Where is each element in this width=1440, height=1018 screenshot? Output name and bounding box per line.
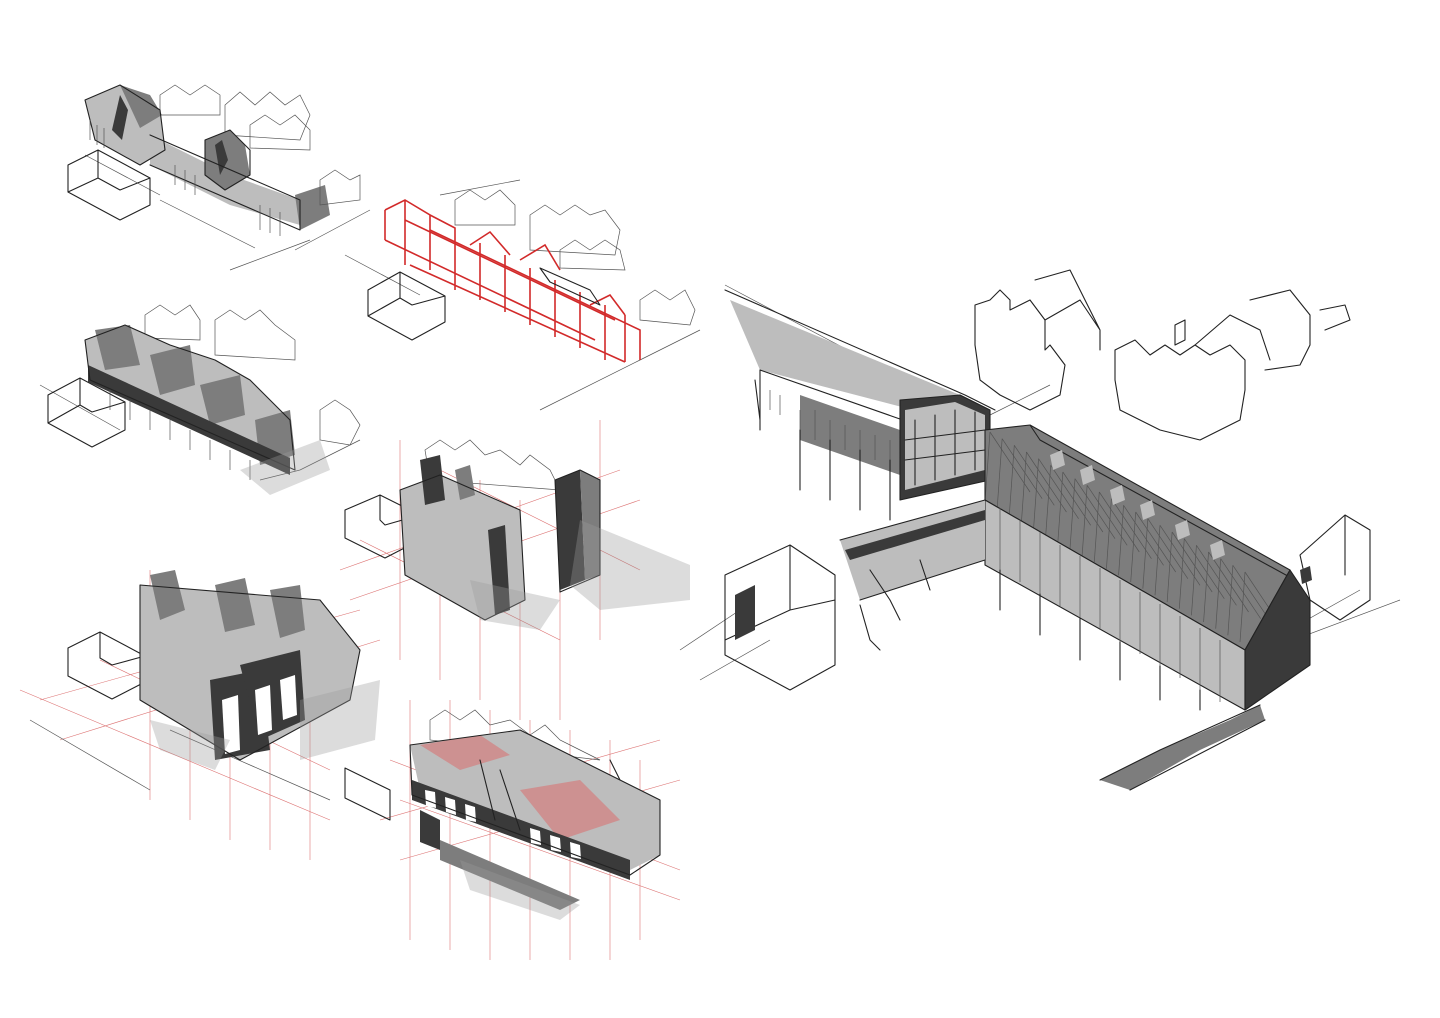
axonometric-6	[344, 700, 681, 960]
main-axonometric	[679, 269, 1401, 791]
axonometric-4	[339, 420, 690, 720]
roof-hatching	[984, 431, 1286, 643]
axonometric-2	[344, 179, 701, 411]
axonometric-3	[39, 304, 361, 495]
axonometric-1	[67, 84, 371, 271]
axonometric-5	[19, 570, 381, 860]
